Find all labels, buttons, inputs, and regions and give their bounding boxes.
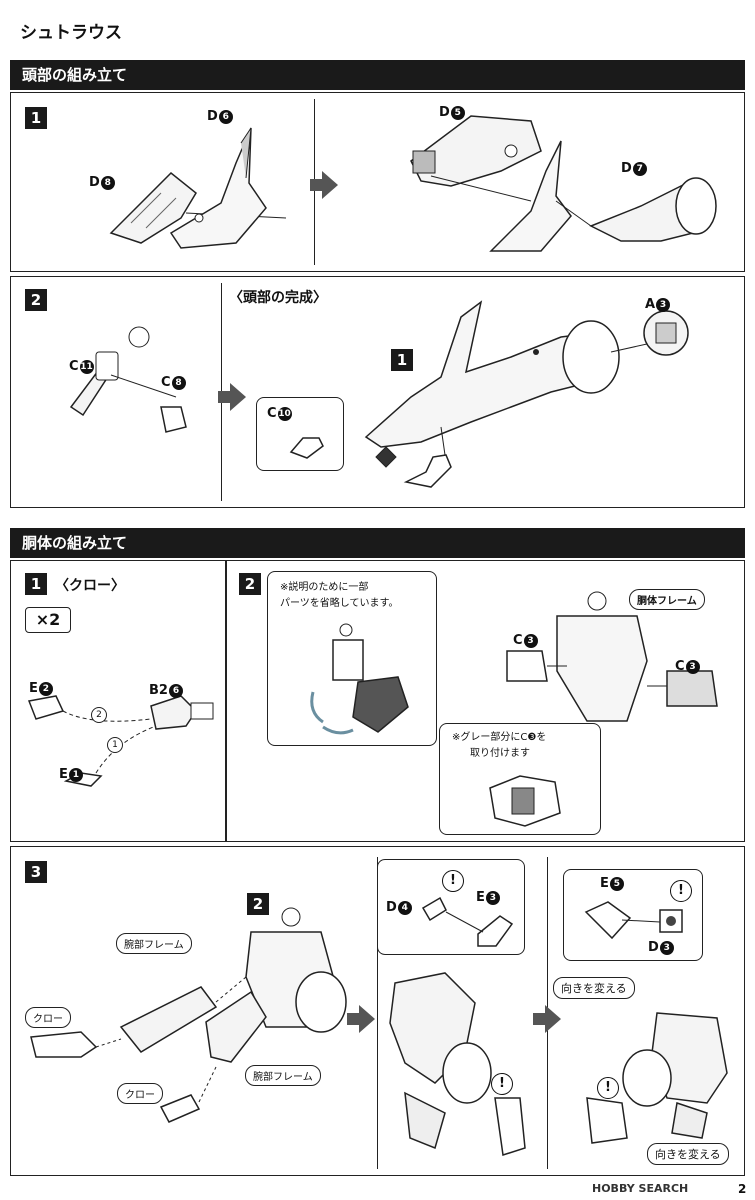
gray-area-illustration [489, 775, 561, 827]
warning-icon: ! [491, 1073, 513, 1095]
divider [377, 857, 378, 1169]
sub-step-number: 1 [391, 349, 413, 371]
section-bar-body: 胴体の組み立て [10, 528, 745, 558]
next-arrow-icon [533, 1005, 561, 1033]
a3-part-icon [643, 310, 689, 356]
page-title: シュトラウス [20, 23, 122, 43]
gray-note-line2: 取り付けます [470, 748, 530, 759]
completion-title: 〈頭部の完成〉 [229, 290, 327, 306]
step-number: 1 [25, 573, 47, 595]
step-number: 2 [25, 289, 47, 311]
step-number: 2 [239, 573, 261, 595]
cutaway-frame-illustration [310, 623, 409, 735]
turn-label: 向きを変える [553, 977, 635, 999]
c11-c8-illustration [69, 326, 187, 433]
warning-icon: ! [442, 870, 464, 892]
next-arrow-icon [218, 383, 246, 411]
head-assembly-illustration [410, 115, 717, 252]
claw-label-2: クロー [117, 1083, 163, 1104]
note-line2: パーツを省略しています。 [280, 598, 399, 609]
quantity-badge: ×2 [25, 607, 71, 633]
arm-assembly-illustration [30, 907, 347, 1123]
step-number: 3 [25, 861, 47, 883]
note-line1: ※説明のために一部 [280, 582, 369, 593]
e5-d3-parts-icon [584, 901, 683, 940]
torso-turned-illustration [586, 1012, 728, 1144]
turn-label-2: 向きを変える [647, 1143, 729, 1165]
frame-label: 胴体フレーム [629, 589, 705, 610]
order-badge-2: 2 [91, 707, 107, 723]
next-arrow-icon [347, 1005, 375, 1033]
warning-icon: ! [597, 1077, 619, 1099]
arm-frame-label: 腕部フレーム [116, 933, 192, 954]
section-bar-head: 頭部の組み立て [10, 60, 745, 90]
c10-part-icon [289, 437, 324, 459]
claw-label: クロー [25, 1007, 71, 1028]
head-complete-illustration [364, 300, 657, 488]
step-number: 1 [25, 107, 47, 129]
page-number: 2 [738, 1182, 747, 1196]
warning-icon: ! [670, 880, 692, 902]
watermark-logo: HOBBY SEARCH [592, 1182, 689, 1195]
sub-step-number: 2 [247, 893, 269, 915]
next-arrow-icon [310, 171, 338, 199]
torso-side-illustration [389, 972, 526, 1156]
d4-e3-parts-icon [421, 896, 514, 947]
step-subtitle: 〈クロー〉 [55, 578, 125, 594]
gray-note-callout: ※グレー部分にC❸を 取り付けます [439, 723, 601, 835]
arm-frame-label-2: 腕部フレーム [245, 1065, 321, 1086]
gray-note-line1: ※グレー部分にC❸を [452, 732, 547, 743]
omission-note-callout: ※説明のために一部 パーツを省略しています。 [267, 571, 437, 746]
order-badge-1: 1 [107, 737, 123, 753]
head-parts-illustration [109, 127, 287, 249]
